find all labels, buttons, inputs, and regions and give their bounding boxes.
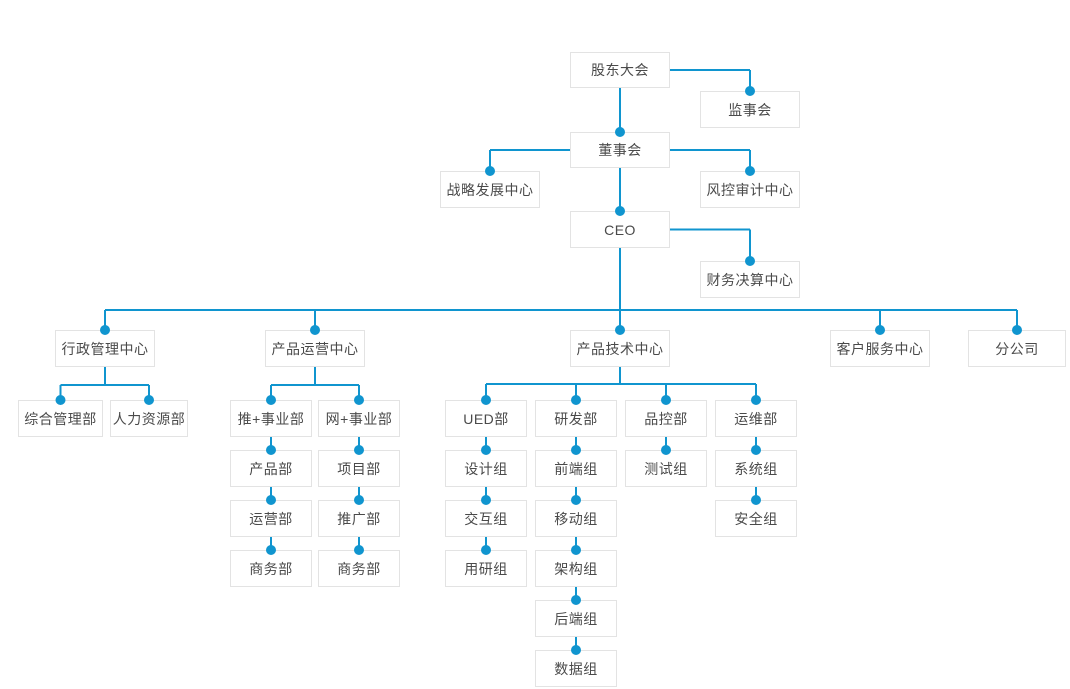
node-product-dept: 产品部 — [230, 450, 312, 487]
node-product-ops-center: 产品运营中心 — [265, 330, 365, 367]
node-interaction-group: 交互组 — [445, 500, 527, 537]
node-project-dept: 项目部 — [318, 450, 400, 487]
node-finance-center: 财务决算中心 — [700, 261, 800, 298]
node-architecture-group: 架构组 — [535, 550, 617, 587]
node-supervisory-board: 监事会 — [700, 91, 800, 128]
node-data-group: 数据组 — [535, 650, 617, 687]
node-design-group: 设计组 — [445, 450, 527, 487]
node-om-dept: 运维部 — [715, 400, 797, 437]
node-ued-dept: UED部 — [445, 400, 527, 437]
node-product-tech-center: 产品技术中心 — [570, 330, 670, 367]
node-rd-dept: 研发部 — [535, 400, 617, 437]
node-shareholders: 股东大会 — [570, 52, 670, 88]
node-wang-division: 网+事业部 — [318, 400, 400, 437]
node-customer-service-center: 客户服务中心 — [830, 330, 930, 367]
node-business-dept-tui: 商务部 — [230, 550, 312, 587]
node-board-of-directors: 董事会 — [570, 132, 670, 168]
node-mobile-group: 移动组 — [535, 500, 617, 537]
node-frontend-group: 前端组 — [535, 450, 617, 487]
node-business-dept-wang: 商务部 — [318, 550, 400, 587]
node-backend-group: 后端组 — [535, 600, 617, 637]
node-branch-company: 分公司 — [968, 330, 1066, 367]
node-testing-group: 测试组 — [625, 450, 707, 487]
node-admin-center: 行政管理中心 — [55, 330, 155, 367]
node-tui-division: 推+事业部 — [230, 400, 312, 437]
node-general-mgmt-dept: 综合管理部 — [18, 400, 103, 437]
node-security-group: 安全组 — [715, 500, 797, 537]
node-ceo: CEO — [570, 211, 670, 248]
node-system-group: 系统组 — [715, 450, 797, 487]
node-hr-dept: 人力资源部 — [110, 400, 188, 437]
node-qc-dept: 品控部 — [625, 400, 707, 437]
node-user-research-group: 用研组 — [445, 550, 527, 587]
node-risk-audit-center: 风控审计中心 — [700, 171, 800, 208]
node-operations-dept: 运营部 — [230, 500, 312, 537]
node-strategy-center: 战略发展中心 — [440, 171, 540, 208]
node-promotion-dept: 推广部 — [318, 500, 400, 537]
